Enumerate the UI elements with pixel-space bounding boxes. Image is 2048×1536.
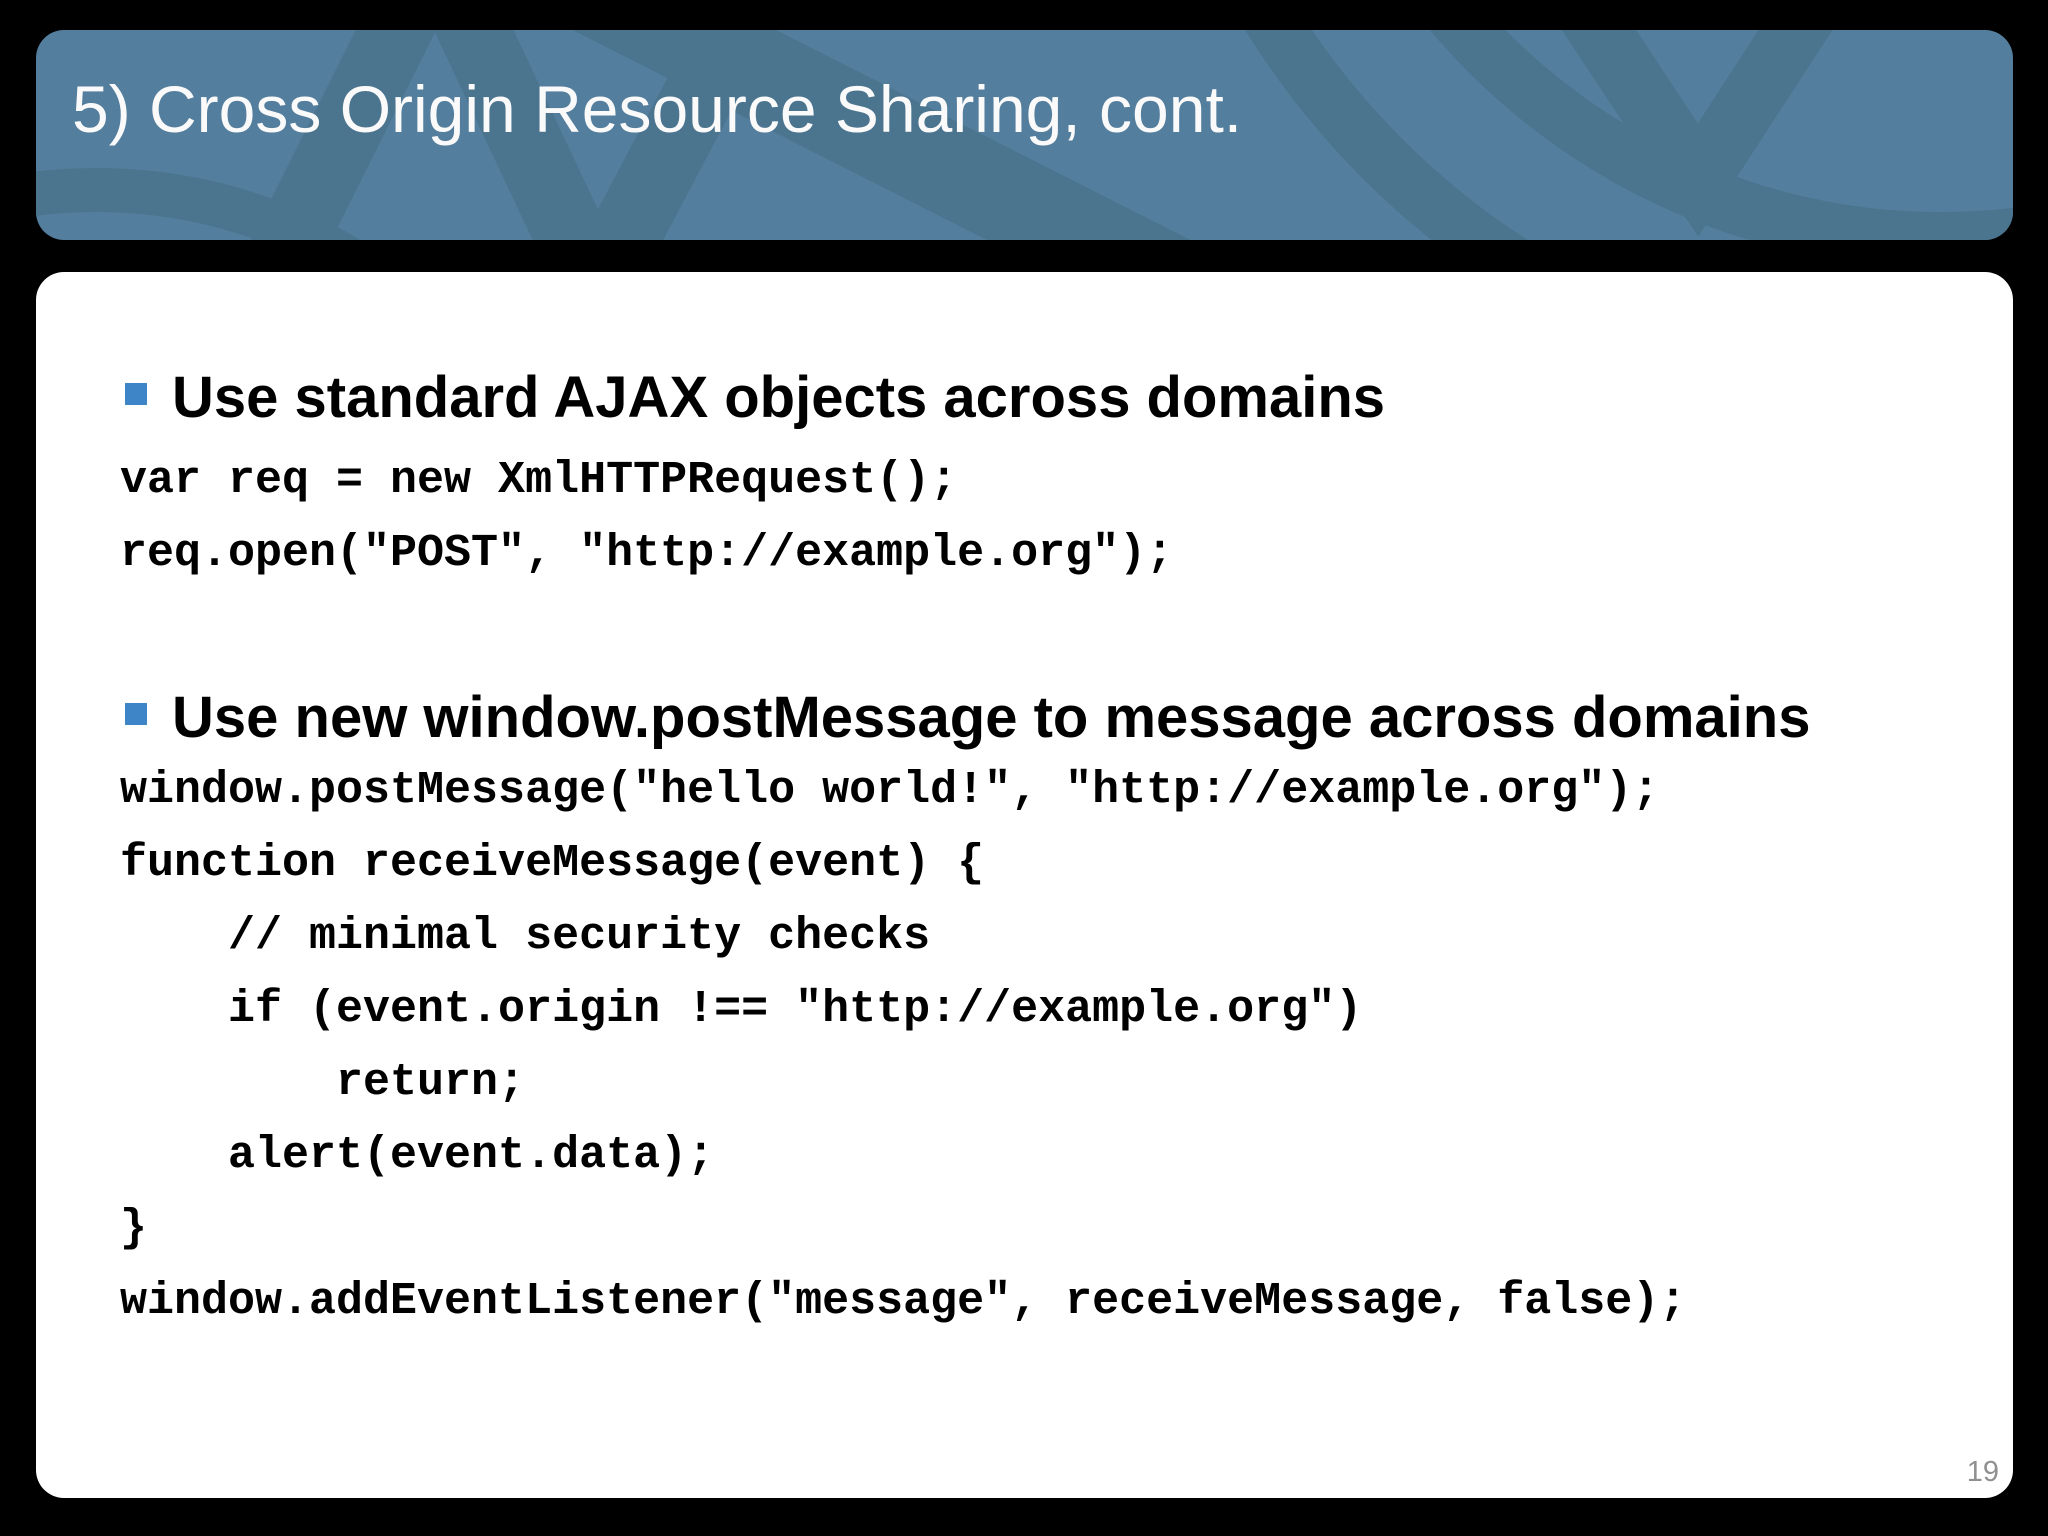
- code-line: req.open("POST", "http://example.org");: [120, 528, 1174, 579]
- slide-header: 5) Cross Origin Resource Sharing, cont.: [36, 30, 2013, 240]
- code-line: alert(event.data);: [120, 1130, 715, 1181]
- section-heading-postmessage: Use new window.postMessage to message ac…: [172, 685, 1811, 750]
- page-number: 19: [1966, 1456, 1999, 1489]
- code-line: window.addEventListener("message", recei…: [120, 1276, 1687, 1327]
- code-block-ajax: var req = new XmlHTTPRequest(); req.open(…: [120, 444, 1173, 590]
- code-line: function receiveMessage(event) {: [120, 838, 985, 889]
- header-watermark-pattern: [36, 30, 2013, 240]
- code-line: if (event.origin !== "http://example.org…: [120, 984, 1363, 1035]
- section-heading-ajax: Use standard AJAX objects across domains: [172, 365, 1386, 430]
- code-line: window.postMessage("hello world!", "http…: [120, 765, 1660, 816]
- bullet-square-icon: [125, 383, 147, 405]
- slide-title: 5) Cross Origin Resource Sharing, cont.: [72, 72, 1243, 146]
- code-line: return;: [120, 1057, 526, 1108]
- code-block-postmessage: window.postMessage("hello world!", "http…: [120, 754, 1686, 1338]
- code-line: var req = new XmlHTTPRequest();: [120, 455, 958, 506]
- code-line: // minimal security checks: [120, 911, 931, 962]
- slide-body: Use standard AJAX objects across domains…: [36, 272, 2013, 1498]
- bullet-square-icon: [125, 703, 147, 725]
- code-line: }: [120, 1203, 148, 1254]
